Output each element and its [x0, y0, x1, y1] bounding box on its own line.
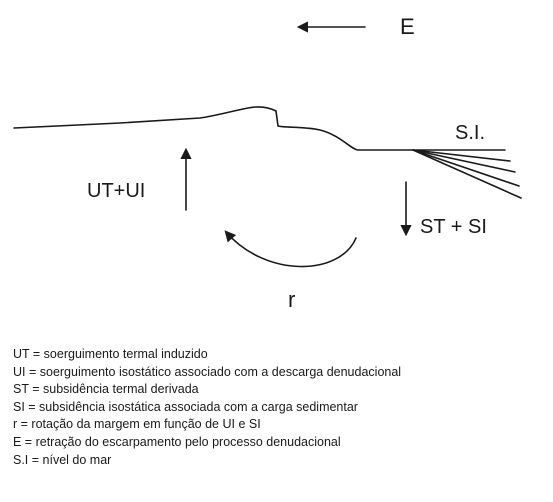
legend-item-st: ST = subsidência termal derivada [13, 381, 401, 399]
margin-diagram: E S.I. UT+UI ST + SI r [0, 0, 553, 330]
uplift-label: UT+UI [87, 180, 145, 202]
rotation-arrow [226, 232, 356, 267]
subsidence-label: ST + SI [420, 216, 487, 238]
sediment-wedge [413, 150, 521, 198]
legend-item-ui: UI = soerguimento isostático associado c… [13, 364, 401, 382]
retreat-label: E [400, 14, 415, 39]
legend-item-ut: UT = soerguimento termal induzido [13, 346, 401, 364]
sea-level-label: S.I. [455, 122, 485, 144]
legend: UT = soerguimento termal induzido UI = s… [13, 346, 401, 469]
legend-item-sea-level: S.I = nível do mar [13, 452, 401, 470]
legend-item-r: r = rotação da margem em função de UI e … [13, 416, 401, 434]
legend-item-e: E = retração do escarpamento pelo proces… [13, 434, 401, 452]
rotation-label: r [288, 287, 295, 312]
margin-profile [14, 107, 505, 150]
legend-item-si: SI = subsidência isostática associada co… [13, 399, 401, 417]
